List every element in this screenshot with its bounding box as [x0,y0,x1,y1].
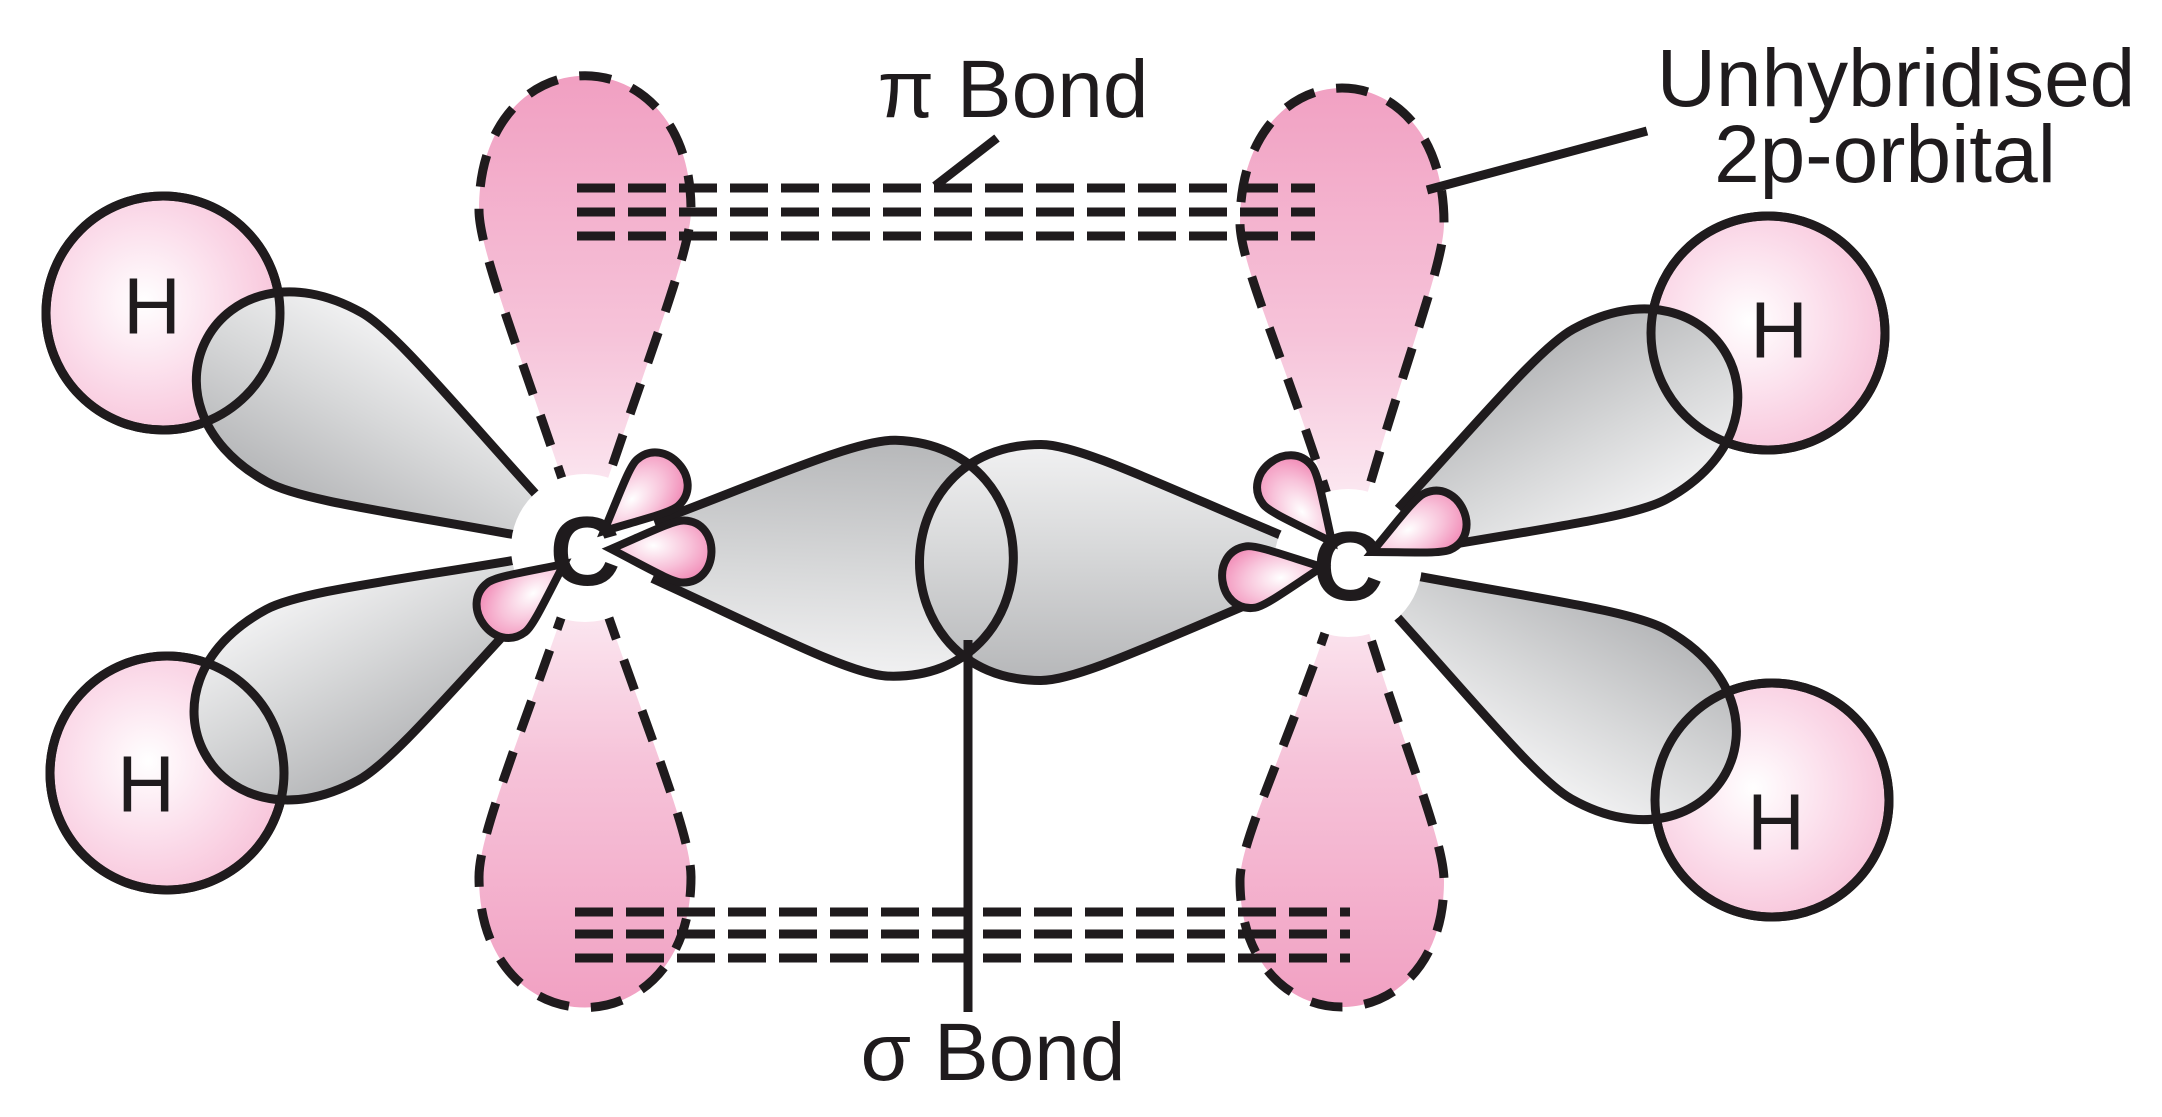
pi-bond-dashes-bottom [575,907,1350,963]
hydrogen-label-top-right: H [1750,286,1808,375]
p-orbital-top-left [479,75,691,548]
sp2-lobe-outlines [41,191,1894,922]
p-orbital-fills [479,75,1444,1008]
unhybridised-label-line1: Unhybridised [1657,33,2136,124]
callout-lines [932,126,1649,1012]
sigma-bond-label: σ Bond [861,1007,1126,1098]
p-orbital-outlines [474,71,1449,1012]
pi-bond-dashes-top [577,183,1315,241]
p-orbital-bottom-right [1240,563,1444,1007]
p-orbital-bottom-left [479,548,691,1008]
p-orbital-top-right [1240,88,1444,563]
pi-bond-pointer-line [932,134,1000,190]
hydrogen-label-bottom-left: H [117,740,175,829]
hydrogen-label-top-left: H [123,262,181,351]
carbon-label-right: C [1313,511,1384,621]
pi-bond-label: π Bond [878,44,1149,135]
carbon-label-left: C [550,496,621,606]
unhybridised-pointer-line [1425,126,1649,195]
unhybridised-label-line2: 2p-orbital [1714,109,2056,200]
hydrogen-label-bottom-right: H [1747,778,1805,867]
